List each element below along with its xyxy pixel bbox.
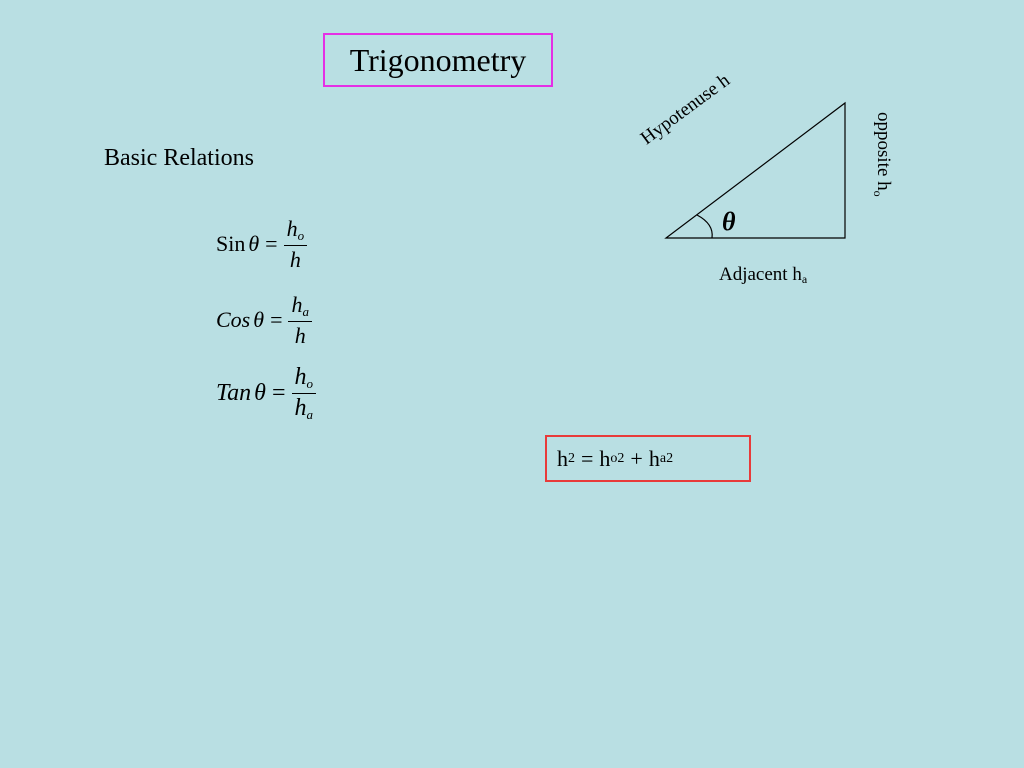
- adjacent-label: Adjacent ha: [719, 264, 807, 287]
- adjacent-sub: a: [801, 272, 808, 286]
- cos-function: Cos: [216, 307, 251, 333]
- cos-denominator: h: [294, 322, 306, 348]
- pyth-ha-sup: 2: [666, 450, 674, 466]
- sin-function: Sin: [216, 231, 246, 257]
- cos-num-sub: a: [302, 304, 309, 319]
- sin-theta: θ: [248, 231, 260, 257]
- adjacent-text: Adjacent h: [719, 264, 802, 285]
- cos-num-var: h: [291, 292, 303, 317]
- sin-equals: =: [265, 231, 278, 257]
- sin-num-var: h: [286, 216, 298, 241]
- pyth-equals: =: [581, 445, 594, 471]
- pyth-ho: h: [599, 445, 611, 471]
- cos-fraction-bar: [288, 320, 312, 322]
- sin-numerator: ho: [284, 216, 308, 244]
- tan-fraction-bar: [291, 392, 316, 394]
- slide-title-text: Trigonometry: [349, 41, 527, 78]
- tan-numerator: ho: [292, 364, 317, 392]
- sin-fraction: ho h: [283, 216, 308, 272]
- pyth-ho-sub: o: [610, 450, 618, 466]
- pyth-ha-sub: a: [659, 450, 667, 466]
- triangle-shape: [664, 101, 846, 239]
- basic-relations-heading: Basic Relations: [104, 145, 254, 171]
- slide-title: Trigonometry: [323, 33, 553, 87]
- sin-fraction-bar: [283, 244, 308, 246]
- tan-denominator: ha: [292, 395, 317, 423]
- opposite-text: opposite h: [872, 112, 894, 191]
- angle-arc: [696, 214, 713, 239]
- tan-fraction: ho ha: [291, 364, 317, 423]
- pyth-h: h: [557, 445, 568, 471]
- sin-denominator: h: [289, 246, 301, 272]
- pyth-h-sup: 2: [568, 450, 575, 466]
- tan-function: Tan: [216, 379, 252, 406]
- tan-theta: θ: [254, 379, 266, 406]
- pyth-ho-sup: 2: [617, 450, 625, 466]
- tan-num-var: h: [294, 364, 307, 390]
- tan-equals: =: [271, 379, 286, 406]
- sin-num-sub: o: [297, 228, 305, 243]
- opposite-label: opposite ho: [870, 112, 894, 197]
- opposite-sub: o: [871, 190, 885, 197]
- cos-fraction: ha h: [288, 292, 312, 348]
- cos-equals: =: [270, 307, 283, 333]
- cos-numerator: ha: [288, 292, 312, 320]
- cos-theta: θ: [253, 307, 265, 333]
- pyth-plus: +: [630, 445, 643, 471]
- pyth-ha: h: [648, 445, 660, 471]
- tan-den-var: h: [294, 394, 307, 421]
- tan-den-sub: a: [306, 406, 314, 422]
- tan-num-sub: o: [306, 376, 314, 391]
- angle-theta-label: θ: [722, 207, 736, 236]
